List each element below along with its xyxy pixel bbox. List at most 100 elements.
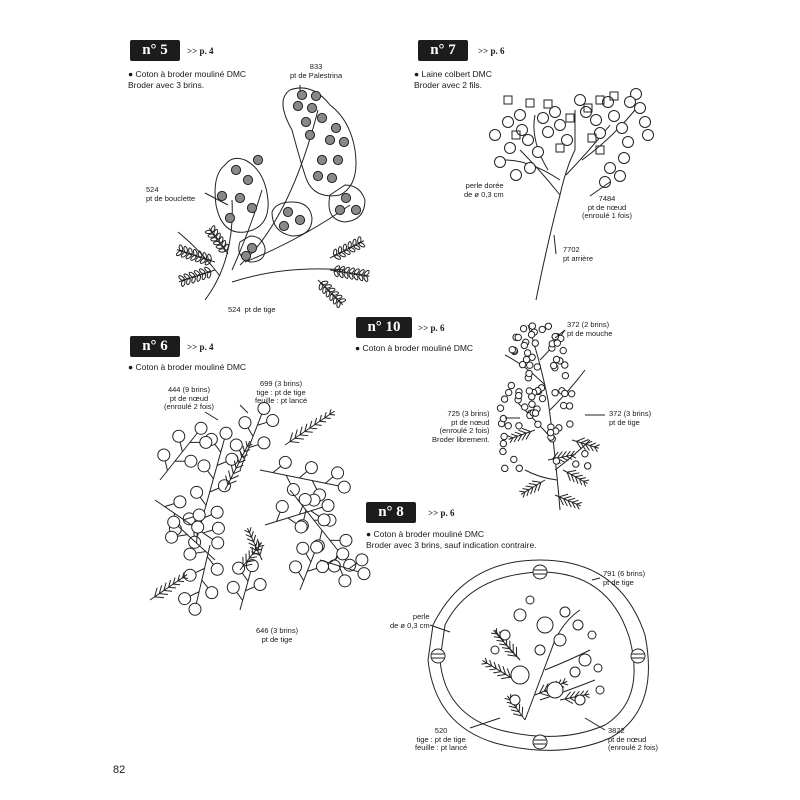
design-10-label-725: 725 (3 brins) pt de nœud (enroulé 2 fois… [432,409,490,444]
french-knot [526,361,534,369]
stem-path [524,469,558,481]
stem-line [239,571,252,611]
french-knot [525,369,533,378]
knot-circle [183,547,197,561]
needle [299,426,303,435]
knot-circle [336,547,350,561]
french-knot [332,154,344,166]
needle [504,650,514,654]
needle [485,665,492,668]
needle [168,586,177,589]
french-knot [554,119,566,131]
leaflet [197,250,203,259]
design-7-label-7702: 7702 pt arrière [563,245,594,263]
contour [214,157,269,233]
stem-path [544,649,591,671]
needle [556,451,563,459]
stem-path [244,204,351,263]
leaflet [204,266,211,273]
needle [304,430,313,433]
needle [314,424,322,426]
leaflet [190,254,198,261]
french-knot [504,142,516,154]
leaflet [337,246,343,255]
french-knot [499,629,511,641]
french-knot [516,124,528,136]
needle [159,593,169,596]
french-knot [334,204,346,216]
branch [307,567,317,572]
design-8-label-3822: 3822 pt de nœud (enroulé 2 fois) [608,726,659,752]
french-knot [519,324,528,333]
branch [275,511,281,522]
design-8-label-perle: perle de ø 0,3 cm [390,612,430,630]
leaflet [212,240,221,246]
knot-circle [190,485,204,499]
branch [207,470,214,480]
french-knot [538,394,547,403]
needle [569,691,576,699]
needle [522,491,526,498]
branch [189,591,200,597]
knot-circle [298,492,312,506]
leaflet [188,247,193,256]
design-5-illustration [175,85,370,309]
bead-square [555,143,565,153]
needle [309,420,313,429]
needle [489,668,497,671]
needle [583,481,587,487]
knot-circle [211,536,225,550]
french-knot [525,595,535,605]
needle [564,691,571,700]
leaflet [202,252,208,260]
needle [172,577,176,585]
needle [562,677,566,684]
needle [507,654,517,657]
knot-circle [229,438,243,452]
needle [498,664,502,672]
stem-path [204,199,233,301]
french-knot [501,464,509,473]
french-knot [350,204,362,216]
leaflet [329,293,334,302]
leaflet [343,249,351,255]
needle [530,487,534,495]
needle [518,429,527,434]
needle [246,559,255,563]
needle [521,432,527,441]
french-knot [599,176,611,188]
leaflet [195,256,202,263]
french-knot [559,606,571,618]
leaflet [210,225,216,233]
french-knot [594,127,606,139]
branch [206,556,214,565]
french-knot [294,214,306,226]
leader-line [204,411,219,421]
needle [509,437,514,444]
french-knot [252,154,264,166]
stem-line [195,544,211,604]
leaflet [204,259,212,266]
branch [325,476,334,484]
design-10-page-ref: >> p. 6 [418,323,445,333]
needle [594,444,600,448]
design-6-badge: n° 6 [130,336,180,357]
leaflet [327,287,336,293]
leader-line [469,717,501,729]
leaflet [320,280,329,286]
leaflet [188,271,196,278]
french-knot [561,361,569,369]
contour [328,184,366,223]
branch [201,579,209,589]
branch [216,461,227,466]
french-knot [502,116,514,128]
needle [319,420,327,423]
needle [584,694,590,699]
french-knot [316,154,328,166]
leaflet [342,243,347,252]
contour [271,201,313,237]
branch [272,465,282,474]
french-knot [616,122,628,134]
french-knot [515,391,523,400]
needle [531,480,542,483]
